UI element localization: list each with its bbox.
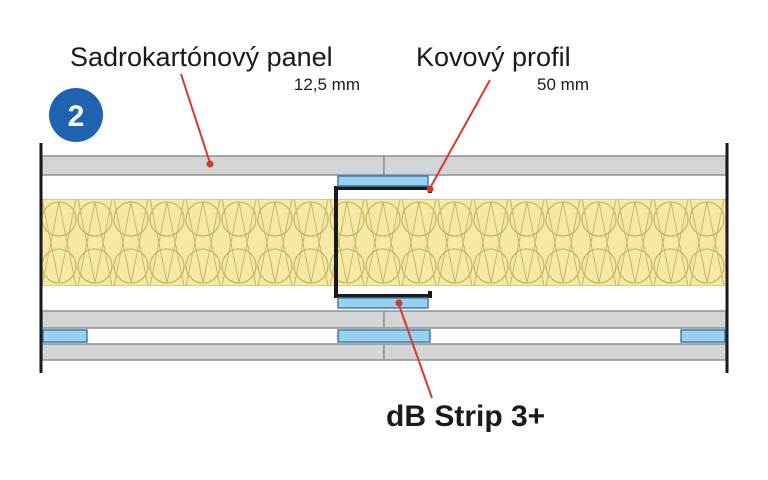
- fibre-lines: [77, 199, 113, 286]
- strip-between-left: [42, 329, 88, 343]
- leader-panel: [180, 73, 214, 168]
- bottom-gypsum-boards: [41, 310, 727, 361]
- label-panel-name: Sadrokartónový panel: [70, 42, 333, 72]
- board-bottom-2-left: [41, 343, 385, 361]
- mineral-wool-insulation: [42, 199, 726, 286]
- top-gypsum-board: [41, 155, 727, 176]
- fibre-lines: [185, 199, 221, 286]
- label-profile-size: 50 mm: [537, 75, 589, 94]
- fibre-lines: [293, 199, 329, 286]
- board-bottom-2-right: [383, 343, 727, 361]
- fibre-lines: [653, 199, 689, 286]
- fibre-lines: [617, 199, 653, 286]
- step-badge-circle: [49, 88, 103, 142]
- fibre-lines: [365, 199, 401, 286]
- leader-profile: [426, 79, 491, 193]
- leader-strip: [395, 299, 433, 399]
- strip-between-center: [337, 329, 431, 343]
- fibre-lines: [473, 199, 509, 286]
- insulation-fibre-pattern: [42, 199, 726, 286]
- step-badge-number: 2: [68, 100, 85, 133]
- fibre-lines: [545, 199, 581, 286]
- fibre-lines: [689, 199, 725, 286]
- board-top-right: [383, 155, 727, 176]
- label-strip-name: dB Strip 3+: [386, 400, 545, 433]
- label-profile-name: Kovový profil: [416, 42, 571, 72]
- fibre-lines: [401, 199, 437, 286]
- board-bottom-1-right: [383, 310, 727, 329]
- fibre-lines: [437, 199, 473, 286]
- fibre-lines: [509, 199, 545, 286]
- fibre-lines: [149, 199, 185, 286]
- fibre-lines: [113, 199, 149, 286]
- strip-between-right: [680, 329, 726, 343]
- label-panel-thickness: 12,5 mm: [294, 75, 360, 94]
- step-badge: 2: [49, 88, 103, 142]
- fibre-lines: [581, 199, 617, 286]
- fibre-lines: [42, 199, 77, 286]
- strip-profile-top: [337, 175, 429, 187]
- strip-profile-bottom: [337, 297, 429, 309]
- insulation-band: [42, 199, 726, 286]
- fibre-lines: [257, 199, 293, 286]
- fibre-lines: [221, 199, 257, 286]
- board-bottom-1-left: [41, 310, 385, 329]
